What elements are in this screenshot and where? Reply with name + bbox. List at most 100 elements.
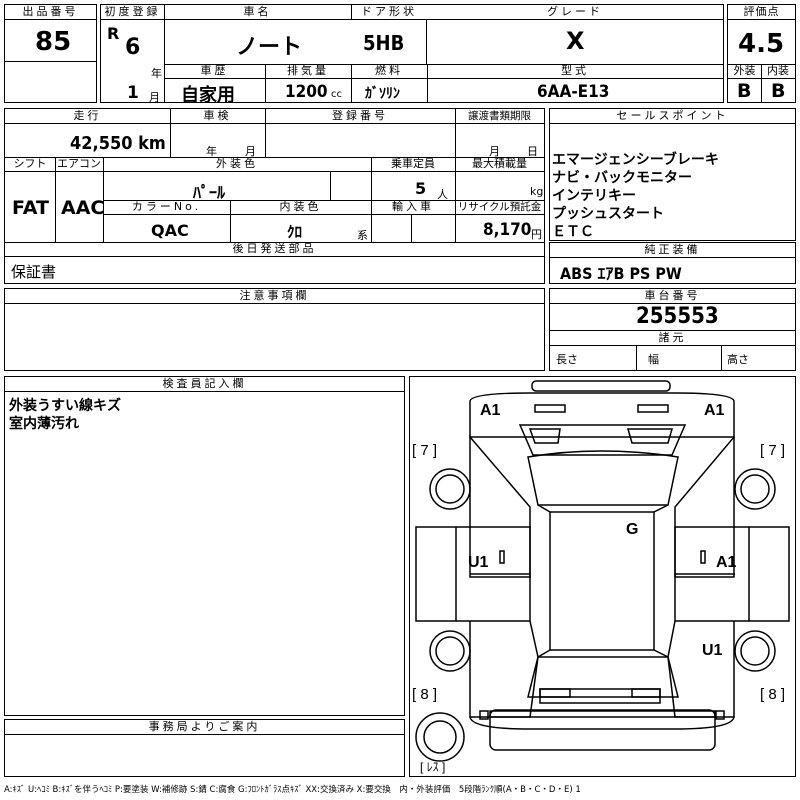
tire-fr: [ 7 ] bbox=[760, 442, 785, 459]
regno-label: 登録番号 bbox=[265, 109, 455, 124]
later-parts-value: 保証書 bbox=[11, 263, 57, 281]
inspector-box: 検査員記入欄 外装うすい線キズ 室内薄汚れ bbox=[4, 376, 405, 716]
inspector-line: 室内薄汚れ bbox=[9, 416, 79, 432]
ac-value: AAC bbox=[61, 197, 105, 219]
chassis-box: 車台番号 255553 諸元 長さ 幅 高さ bbox=[549, 288, 796, 371]
inspector-line: 外装うすい線キズ bbox=[9, 398, 121, 414]
sales-point-item: ナビ・バックモニター bbox=[552, 170, 692, 186]
spec-length-label: 長さ bbox=[556, 353, 578, 366]
car-diagram-box: A1 A1 U1 A1 U1 G [ 7 ] [ 7 ] [ 8 ] [ 8 ]… bbox=[409, 376, 796, 777]
year-unit: 年 bbox=[151, 67, 162, 80]
lot-box: 出品番号 85 bbox=[4, 4, 97, 103]
car-diagram: A1 A1 U1 A1 U1 G [ 7 ] [ 7 ] [ 8 ] [ 8 ]… bbox=[412, 380, 790, 774]
inspection-month-unit: 月 bbox=[245, 145, 256, 158]
spare-tire-label: [ ﾚｽ ] bbox=[420, 760, 445, 774]
chassis-value: 255553 bbox=[636, 304, 719, 329]
recycle-label: リサイクル預託金 bbox=[455, 200, 544, 215]
shift-label: シフト bbox=[5, 157, 55, 172]
office-box: 事務局よりご案内 bbox=[4, 719, 405, 777]
colorno-label: カラーNo. bbox=[103, 200, 230, 215]
door-value: 5HB bbox=[363, 31, 405, 55]
colorno-value: QAC bbox=[151, 221, 189, 240]
equipment-label: 純正装備 bbox=[550, 243, 795, 258]
grade-label: グレード bbox=[427, 5, 723, 20]
lot-value: 85 bbox=[35, 27, 72, 57]
fuel-label: 燃料 bbox=[351, 64, 427, 79]
sales-point-item: プッシュスタート bbox=[552, 206, 664, 222]
notes-box: 注意事項欄 bbox=[4, 288, 545, 371]
recycle-value: 8,170 bbox=[483, 220, 532, 240]
tire-rr: [ 8 ] bbox=[760, 686, 785, 703]
color-value: ﾊﾟｰﾙ bbox=[193, 183, 226, 202]
score-label: 評価点 bbox=[728, 5, 795, 20]
damage-front-left: A1 bbox=[480, 402, 501, 419]
sales-points-box: セールスポイント bbox=[549, 108, 796, 241]
later-parts-label: 後日発送部品 bbox=[5, 242, 544, 257]
import-label: 輸入車 bbox=[371, 200, 455, 215]
model-value: 6AA-E13 bbox=[537, 82, 610, 102]
damage-side-right: A1 bbox=[716, 554, 737, 571]
inspection-label: 車検 bbox=[170, 109, 265, 124]
displacement-label: 排気量 bbox=[265, 64, 351, 79]
sales-point-item: エマージェンシーブレーキ bbox=[552, 152, 719, 168]
displacement-value: 1200 bbox=[285, 82, 328, 102]
interior-label: 内装 bbox=[761, 64, 795, 79]
damage-rear-right: U1 bbox=[702, 642, 723, 659]
name-label: 車名 bbox=[164, 5, 351, 20]
intcolor-label: 内装色 bbox=[230, 200, 371, 215]
capacity-value: 5 bbox=[415, 179, 427, 198]
displacement-unit: cc bbox=[331, 89, 342, 100]
score-value: 4.5 bbox=[738, 29, 785, 59]
sales-point-item: インテリキー bbox=[552, 188, 636, 204]
sales-point-item: ＥＴＣ bbox=[552, 224, 594, 240]
transfer-month-unit: 月 bbox=[489, 145, 500, 158]
intcolor-unit: 系 bbox=[357, 229, 368, 242]
damage-side-left: U1 bbox=[468, 554, 489, 571]
transfer-day-unit: 日 bbox=[527, 145, 538, 158]
exterior-value: B bbox=[737, 80, 752, 102]
mileage-value: 42,550 km bbox=[70, 133, 166, 154]
history-label: 車歴 bbox=[164, 64, 265, 79]
tire-rl: [ 8 ] bbox=[412, 686, 437, 703]
first-reg-label: 初度登録 bbox=[101, 5, 164, 20]
damage-front-right: A1 bbox=[704, 402, 725, 419]
month-unit: 月 bbox=[149, 91, 160, 104]
door-label: ドア形状 bbox=[351, 5, 427, 20]
reg-month-value: 1 bbox=[127, 83, 139, 103]
chassis-label: 車台番号 bbox=[550, 289, 795, 304]
specs-label: 諸元 bbox=[550, 330, 795, 346]
lot-label: 出品番号 bbox=[5, 5, 96, 20]
vehicle-info-box: 初度登録 R 6 年 1 月 車名 ノート ドア形状 5HB グレード X 車歴… bbox=[100, 4, 724, 106]
load-label: 最大積載量 bbox=[455, 157, 544, 172]
model-label: 型式 bbox=[427, 64, 723, 79]
capacity-unit: 人 bbox=[437, 188, 448, 201]
shift-value: FAT bbox=[12, 197, 49, 219]
office-label: 事務局よりご案内 bbox=[5, 720, 404, 735]
sales-points-label: セールスポイント bbox=[550, 109, 795, 124]
name-value: ノート bbox=[236, 35, 303, 60]
damage-glass: G bbox=[626, 521, 638, 538]
equipment-box: 純正装備 ABS ｴｱB PS PW bbox=[549, 242, 796, 284]
spec-height-label: 高さ bbox=[727, 353, 749, 366]
load-unit: kg bbox=[530, 185, 544, 198]
color-label: 外装色 bbox=[103, 157, 371, 172]
transfer-label: 譲渡書類期限 bbox=[455, 109, 544, 124]
intcolor-value: ｸﾛ bbox=[287, 223, 303, 241]
era-value: R bbox=[107, 24, 120, 43]
interior-value: B bbox=[771, 80, 786, 102]
spec-width-label: 幅 bbox=[648, 353, 659, 366]
legend: A:ｷｽﾞ U:ﾍｺﾐ B:ｷｽﾞを伴うﾍｺﾐ P:要塗装 W:補修跡 S:錆 … bbox=[4, 785, 581, 795]
tire-fl: [ 7 ] bbox=[412, 442, 437, 459]
mileage-label: 走行 bbox=[5, 109, 170, 124]
inspection-year-unit: 年 bbox=[206, 145, 217, 158]
reg-year-value: 6 bbox=[125, 35, 141, 60]
history-value: 自家用 bbox=[181, 85, 235, 106]
exterior-label: 外装 bbox=[728, 64, 761, 79]
capacity-label: 乗車定員 bbox=[371, 157, 455, 172]
ac-label: エアコン bbox=[55, 157, 103, 172]
notes-label: 注意事項欄 bbox=[5, 289, 544, 304]
fuel-value: ｶﾞｿﾘﾝ bbox=[365, 86, 400, 102]
inspector-label: 検査員記入欄 bbox=[5, 377, 404, 392]
details-box: 走行 車検 登録番号 譲渡書類期限 42,550 km 年 月 月 日 シフト … bbox=[4, 108, 545, 284]
equipment-value: ABS ｴｱB PS PW bbox=[560, 264, 682, 283]
